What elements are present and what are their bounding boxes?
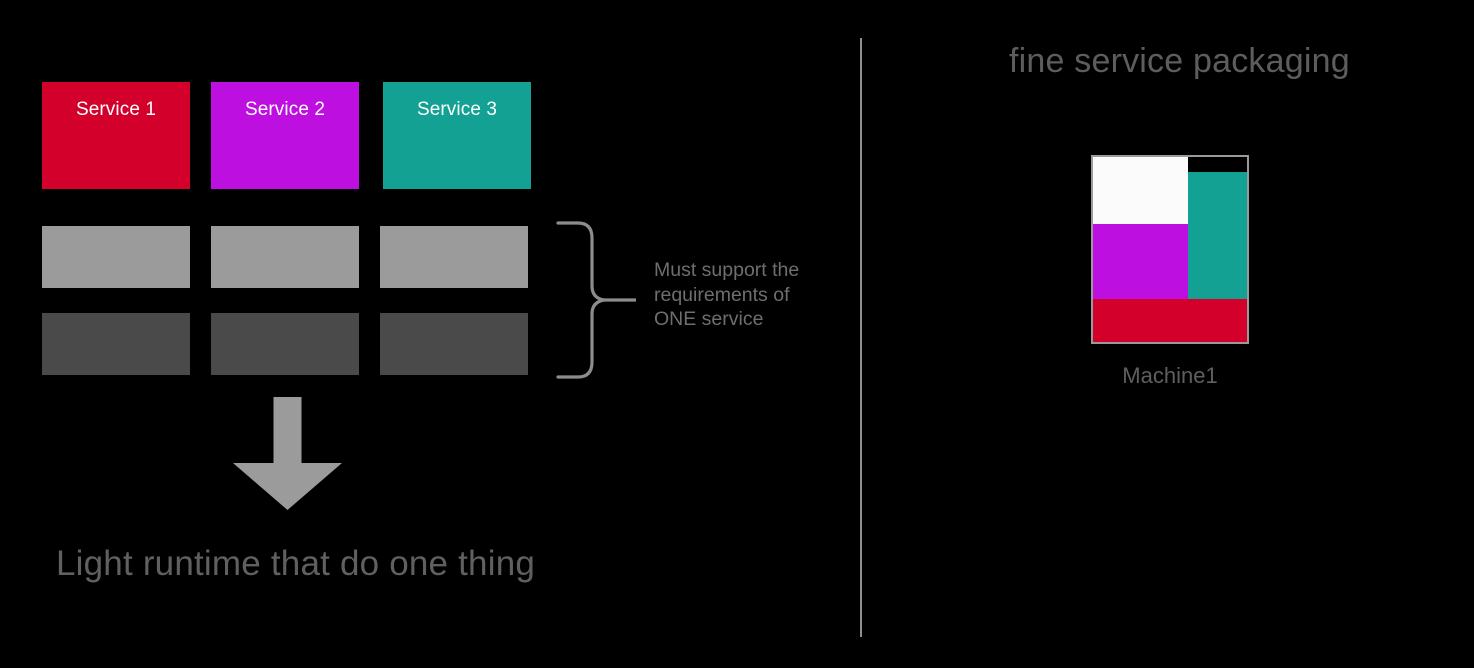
right-panel-title: fine service packaging — [1009, 42, 1350, 80]
dark-runtime-bar-1 — [42, 313, 190, 375]
brace-note-line-3: ONE service — [654, 308, 764, 330]
service-box-1[interactable]: Service 1 — [42, 82, 190, 189]
service-box-3-label: Service 3 — [416, 99, 498, 120]
dark-runtime-bar-2 — [211, 313, 359, 375]
light-runtime-bar-3 — [380, 226, 528, 288]
service-box-2-label: Service 2 — [244, 99, 326, 120]
brace-note-line-1: Must support the — [654, 259, 800, 281]
machine-container — [1091, 155, 1249, 344]
light-runtime-bar-1 — [42, 226, 190, 288]
service3-packed-cell — [1188, 172, 1247, 299]
machine-label: Machine1 — [1122, 363, 1218, 388]
dark-runtime-bar-3 — [380, 313, 528, 375]
free-space-cell — [1093, 157, 1188, 224]
brace-note-line-2: requirements of — [654, 283, 790, 306]
down-arrow-icon — [230, 396, 345, 512]
service1-packed-cell — [1093, 299, 1247, 342]
service-box-3[interactable]: Service 3 — [383, 82, 531, 189]
light-runtime-bar-2 — [211, 226, 359, 288]
service-box-2[interactable]: Service 2 — [211, 82, 359, 189]
left-panel-caption: Light runtime that do one thing — [56, 544, 536, 583]
panel-divider — [860, 38, 862, 637]
grouping-brace — [556, 216, 646, 384]
service2-packed-cell — [1093, 224, 1188, 299]
brace-note: Must support the requirements of ONE ser… — [654, 258, 854, 332]
service-box-1-label: Service 1 — [75, 99, 157, 120]
